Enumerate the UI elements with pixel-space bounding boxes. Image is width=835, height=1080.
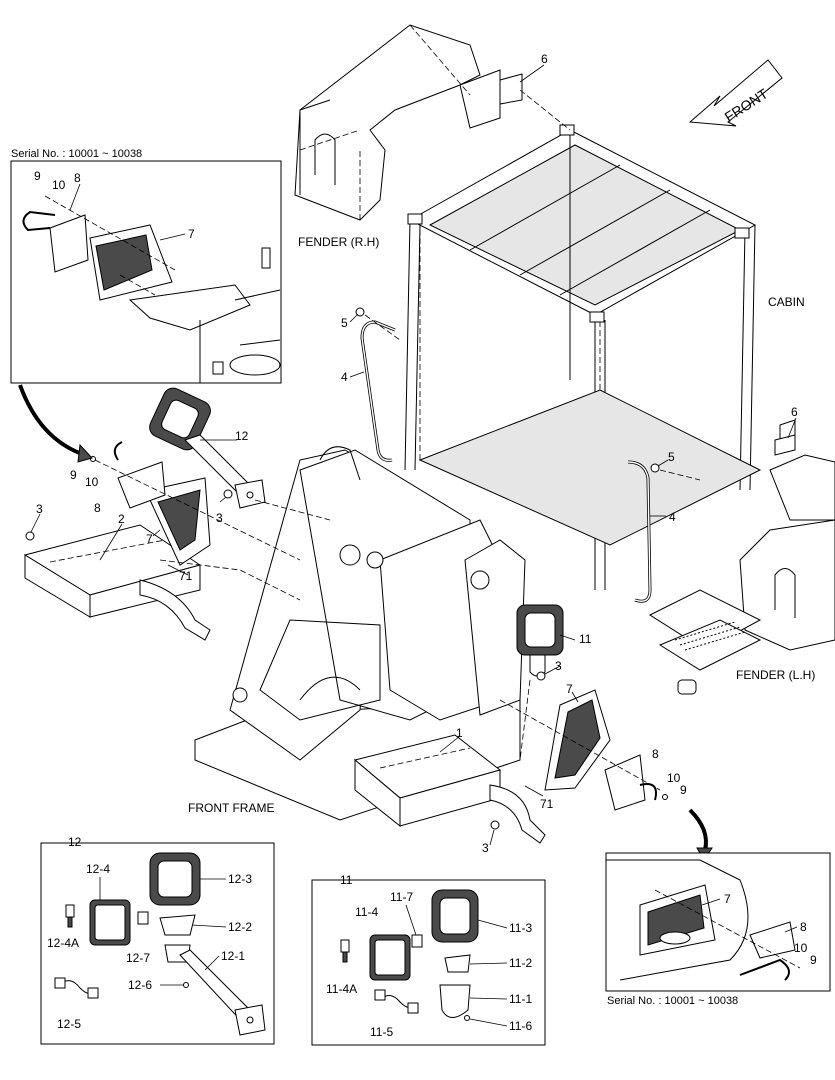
label-11-3: 11-3 bbox=[509, 921, 532, 935]
callout-9-right: 9 bbox=[680, 783, 687, 797]
fender-item-1 bbox=[353, 734, 546, 844]
callout-5-left: 5 bbox=[341, 316, 348, 330]
plate-6-right bbox=[774, 434, 796, 456]
callout-10-right: 10 bbox=[667, 771, 681, 785]
detail-12-title: 12 bbox=[68, 835, 82, 849]
label-12-7: 12-7 bbox=[126, 951, 150, 965]
callout-9-box-top: 9 bbox=[34, 169, 41, 183]
front-frame-label: FRONT FRAME bbox=[188, 801, 274, 815]
label-12-4: 12-4 bbox=[86, 862, 110, 876]
callout-4-left: 4 bbox=[341, 370, 348, 384]
fender-item-2 bbox=[23, 524, 211, 641]
callout-3-lower: 3 bbox=[482, 841, 489, 855]
label-12-6: 12-6 bbox=[128, 978, 152, 992]
callout-9-left: 9 bbox=[70, 468, 77, 482]
callout-8-right: 8 bbox=[652, 747, 659, 761]
bolt-5-right bbox=[650, 463, 660, 473]
cabin-drawing bbox=[404, 124, 762, 590]
callout-11: 11 bbox=[579, 632, 592, 646]
callout-8-left: 8 bbox=[94, 501, 101, 515]
callout-8-box-bottom: 8 bbox=[800, 920, 807, 934]
guide-lines bbox=[94, 89, 701, 791]
label-11-2: 11-2 bbox=[509, 956, 532, 970]
label-11-6: 11-6 bbox=[509, 1019, 532, 1033]
label-12-3: 12-3 bbox=[228, 872, 252, 886]
cabin-label: CABIN bbox=[768, 295, 805, 309]
leader-lines bbox=[30, 64, 797, 846]
work-lamp-11 bbox=[516, 604, 564, 677]
callout-71-right: 71 bbox=[540, 797, 554, 811]
callout-9-box-bottom: 9 bbox=[810, 953, 817, 967]
fender-rh-label: FENDER (R.H) bbox=[298, 235, 379, 249]
fender-lh-drawing bbox=[648, 419, 835, 695]
callout-71-left: 71 bbox=[179, 569, 193, 583]
callout-2: 2 bbox=[118, 512, 125, 526]
callout-8-box-top: 8 bbox=[74, 171, 81, 185]
handrail-left bbox=[360, 320, 396, 462]
work-lamp-12 bbox=[149, 387, 266, 509]
lamp-bracket-7-right bbox=[544, 689, 611, 791]
label-11-5: 11-5 bbox=[370, 1025, 393, 1039]
label-12-4A: 12-4A bbox=[47, 936, 79, 950]
detail-box-12 bbox=[40, 842, 275, 1045]
serial-note-bottom: Serial No. : 10001 ~ 10038 bbox=[607, 995, 738, 1007]
label-11-4: 11-4 bbox=[355, 905, 378, 919]
nut-3-upper bbox=[223, 489, 233, 499]
label-11-7: 11-7 bbox=[390, 890, 413, 904]
bracket-8-left bbox=[113, 441, 166, 509]
callout-7-box-bottom: 7 bbox=[724, 892, 731, 906]
callout-5-right: 5 bbox=[668, 450, 675, 464]
detail-11-title: 11 bbox=[340, 873, 353, 887]
callout-10-left: 10 bbox=[85, 475, 99, 489]
label-11-4A: 11-4A bbox=[326, 982, 357, 996]
label-11-1: 11-1 bbox=[509, 992, 532, 1006]
label-12-2: 12-2 bbox=[228, 920, 252, 934]
fender-rh-drawing bbox=[294, 24, 523, 221]
serial-detail-box-bottom bbox=[605, 852, 831, 992]
label-12-5: 12-5 bbox=[57, 1017, 81, 1031]
callout-3-left: 3 bbox=[36, 502, 43, 516]
callout-7-right: 7 bbox=[566, 682, 573, 696]
callout-6-top: 6 bbox=[541, 52, 548, 66]
detail-box-11 bbox=[311, 879, 546, 1046]
callout-10-box-top: 10 bbox=[52, 178, 66, 192]
nut-3-mid bbox=[536, 671, 546, 681]
handrail-right bbox=[627, 460, 652, 603]
serial-detail-box-top bbox=[10, 160, 282, 384]
callout-3-mid: 3 bbox=[555, 659, 562, 673]
callout-7-box-top: 7 bbox=[188, 227, 195, 241]
callout-6-right: 6 bbox=[791, 405, 798, 419]
callout-1: 1 bbox=[456, 726, 463, 740]
serial-note-top: Serial No. : 10001 ~ 10038 bbox=[11, 148, 142, 160]
callout-12: 12 bbox=[235, 429, 249, 443]
callout-10-box-bottom: 10 bbox=[794, 941, 808, 955]
nut-3-left bbox=[25, 531, 35, 541]
lamp-bracket-7-left bbox=[149, 477, 211, 566]
step-grid bbox=[674, 621, 746, 651]
fender-lh-label: FENDER (L.H) bbox=[736, 668, 815, 682]
front-direction-arrow: FRONT bbox=[688, 59, 783, 127]
callout-3-upper: 3 bbox=[216, 511, 223, 525]
callout-4-right: 4 bbox=[669, 510, 676, 524]
nut-3-lower bbox=[490, 820, 500, 830]
callout-7-left: 7 bbox=[146, 532, 153, 546]
label-12-1: 12-1 bbox=[221, 949, 245, 963]
bolt-9-right bbox=[662, 794, 668, 800]
